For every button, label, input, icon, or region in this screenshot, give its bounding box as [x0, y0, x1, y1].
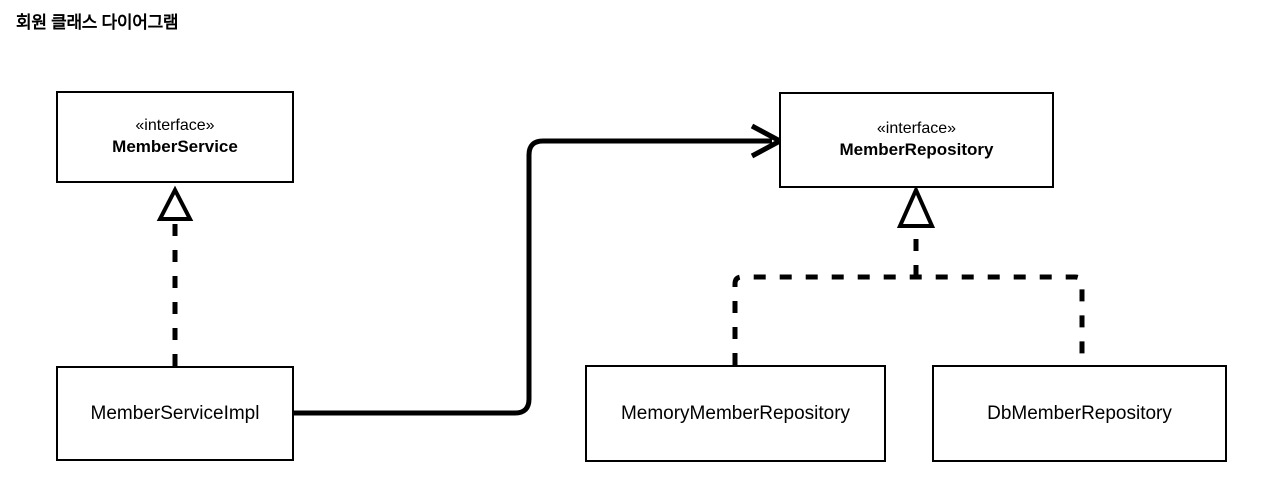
open-arrow-icon	[750, 123, 786, 159]
class-box-member-service[interactable]: «interface» MemberService	[56, 91, 294, 183]
class-name-label: MemoryMemberRepository	[620, 402, 851, 424]
class-box-member-service-impl[interactable]: MemberServiceImpl	[56, 366, 294, 461]
class-name-label: MemberRepository	[839, 140, 994, 159]
dashed-bracket	[732, 274, 1085, 365]
class-name-label: MemberServiceImpl	[90, 402, 260, 424]
class-box-member-repository[interactable]: «interface» MemberRepository	[779, 92, 1054, 188]
class-box-memory-member-repository[interactable]: MemoryMemberRepository	[585, 365, 886, 462]
class-name-label: DbMemberRepository	[987, 402, 1172, 424]
relation-repos-realize-repository	[732, 185, 1085, 365]
page-title: 회원 클래스 다이어그램	[16, 13, 179, 32]
class-box-db-member-repository[interactable]: DbMemberRepository	[932, 365, 1227, 462]
class-name-label: MemberService	[112, 137, 238, 156]
stereotype-label: «interface»	[135, 117, 215, 134]
hollow-triangle-icon	[156, 185, 194, 221]
hollow-triangle-icon	[896, 185, 936, 228]
relation-impl-realizes-service	[156, 185, 194, 366]
stereotype-label: «interface»	[876, 120, 957, 137]
